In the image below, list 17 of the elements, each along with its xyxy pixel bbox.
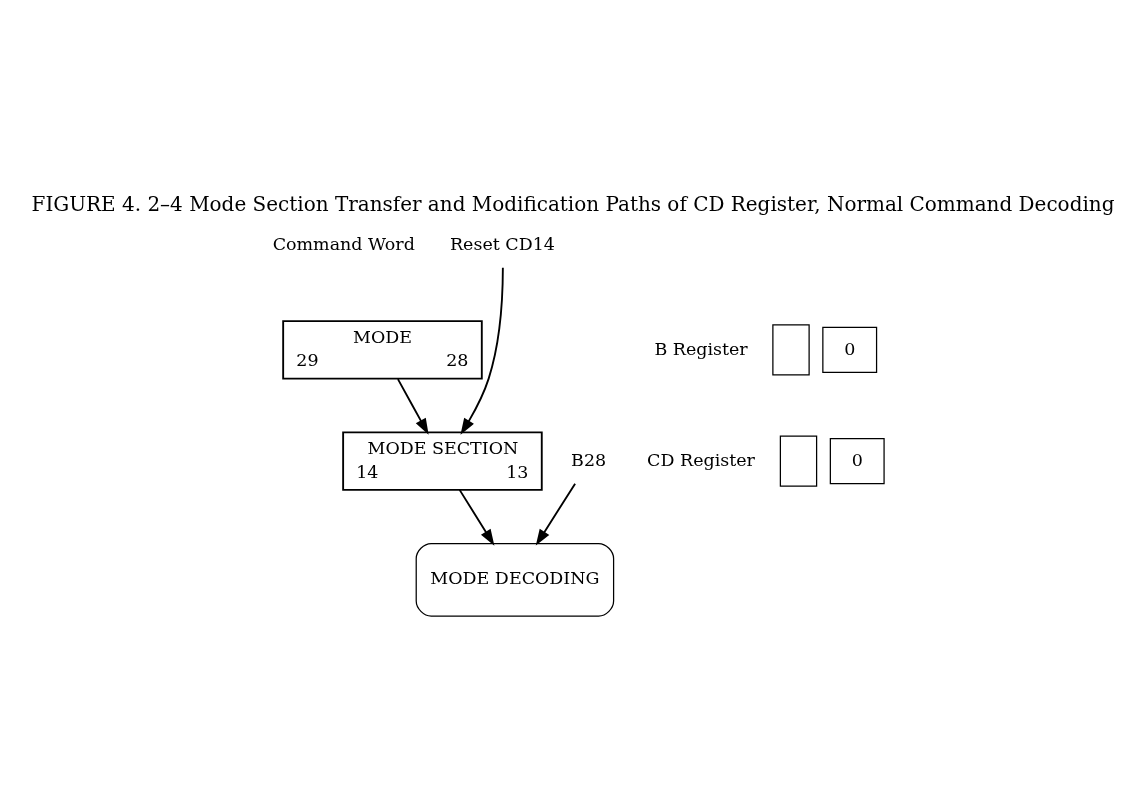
node-box: MODE DECODING — [415, 542, 615, 617]
label: CD Register — [647, 449, 755, 470]
label: Command Word — [272, 233, 415, 254]
node-box — [779, 435, 818, 487]
diagram-title: FIGURE 4. 2–4 Mode Section Transfer and Modification Paths of CD Register, Normal Command Decoding — [31, 191, 1115, 216]
node-box: 0 — [822, 326, 878, 373]
arrow — [397, 378, 429, 435]
node-box: MODE 29 28 — [282, 320, 483, 380]
node-box — [772, 324, 810, 376]
arrow — [460, 266, 504, 435]
node-text: Reset CD14 — [449, 233, 555, 254]
arrow — [458, 488, 495, 546]
node-text: B28 — [571, 449, 607, 470]
arrow — [535, 482, 577, 546]
node-box: MODE SECTION 14 13 — [342, 431, 543, 491]
label: B Register — [654, 338, 748, 359]
node-box: 0 — [829, 437, 885, 485]
